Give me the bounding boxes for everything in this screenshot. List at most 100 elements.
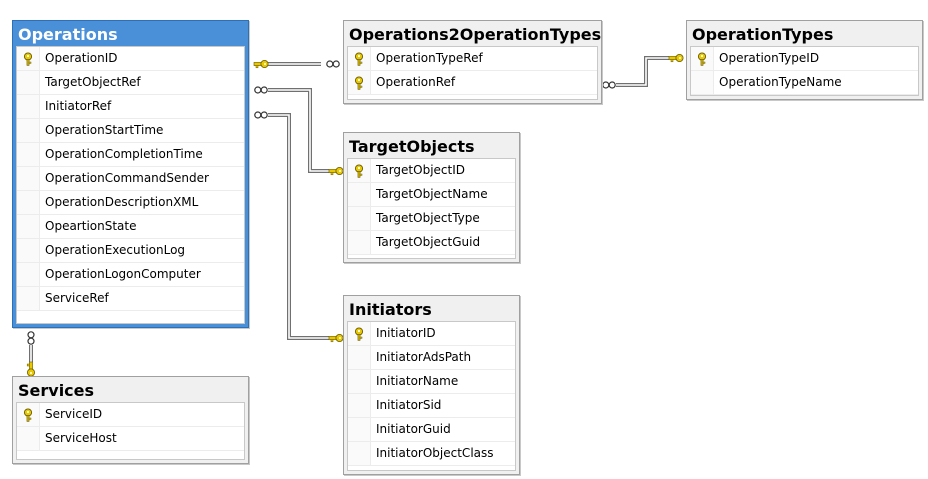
column-row[interactable]: InitiatorName <box>348 370 515 394</box>
table-title: Services <box>18 381 95 400</box>
column-name: OperationDescriptionXML <box>45 195 199 209</box>
column-row[interactable]: ServiceHost <box>17 427 244 451</box>
column-row[interactable]: TargetObjectType <box>348 207 515 231</box>
many-end-infinity-icon <box>254 86 268 94</box>
column-name: OperationCommandSender <box>45 171 209 185</box>
column-row[interactable]: OperationDescriptionXML <box>17 191 244 215</box>
column-row[interactable]: OperationCommandSender <box>17 167 244 191</box>
column-name: ServiceRef <box>45 291 109 305</box>
column-name: OpeartionState <box>45 219 137 233</box>
many-end-infinity-icon <box>27 331 35 345</box>
row-selector <box>348 322 371 345</box>
table-services[interactable]: Services ServiceID ServiceHost <box>12 376 249 464</box>
column-name: ServiceHost <box>45 431 117 445</box>
row-selector <box>17 47 40 70</box>
column-name: OperationExecutionLog <box>45 243 186 257</box>
row-selector <box>691 47 714 70</box>
column-name: OperationRef <box>376 75 456 89</box>
column-row[interactable]: OperationExecutionLog <box>17 239 244 263</box>
column-name: TargetObjectName <box>376 187 488 201</box>
row-selector <box>17 95 40 118</box>
row-selector <box>17 71 40 94</box>
table-operationtypes[interactable]: OperationTypes OperationTypeID OperationT… <box>686 20 923 100</box>
column-name: InitiatorSid <box>376 398 442 412</box>
row-selector <box>691 71 714 94</box>
table-title: TargetObjects <box>349 137 475 156</box>
row-selector <box>17 239 40 262</box>
column-name: TargetObjectID <box>376 163 465 177</box>
row-selector <box>348 346 371 369</box>
column-row[interactable]: OperationTypeName <box>691 71 918 95</box>
column-row[interactable]: OperationRef <box>348 71 597 95</box>
row-selector <box>17 143 40 166</box>
column-name: TargetObjectGuid <box>376 235 481 249</box>
column-name: InitiatorRef <box>45 99 112 113</box>
row-selector <box>348 442 371 465</box>
column-row[interactable]: ServiceRef <box>17 287 244 311</box>
row-selector <box>348 71 371 94</box>
one-end-key-icon <box>26 361 35 377</box>
row-selector <box>17 191 40 214</box>
column-name: OperationCompletionTime <box>45 147 203 161</box>
column-row[interactable]: OperationTypeRef <box>348 47 597 71</box>
column-row[interactable]: InitiatorID <box>348 322 515 346</box>
one-end-key-icon <box>253 60 269 69</box>
column-row[interactable]: InitiatorObjectClass <box>348 442 515 466</box>
primary-key-icon <box>23 51 33 66</box>
column-row[interactable]: TargetObjectRef <box>17 71 244 95</box>
column-row[interactable]: TargetObjectID <box>348 159 515 183</box>
column-name: OperationLogonComputer <box>45 267 201 281</box>
column-name: OperationStartTime <box>45 123 164 137</box>
column-row[interactable]: OperationCompletionTime <box>17 143 244 167</box>
column-row[interactable]: InitiatorRef <box>17 95 244 119</box>
row-selector <box>348 231 371 254</box>
row-selector <box>17 403 40 426</box>
column-name: InitiatorAdsPath <box>376 350 472 364</box>
primary-key-icon <box>23 407 33 422</box>
row-selector <box>348 418 371 441</box>
column-row[interactable]: InitiatorAdsPath <box>348 346 515 370</box>
column-name: InitiatorName <box>376 374 459 388</box>
column-row[interactable]: OperationStartTime <box>17 119 244 143</box>
row-selector <box>17 119 40 142</box>
rel-optypes-ops2types <box>616 56 669 87</box>
rel-targetobjects-operations <box>268 88 329 173</box>
column-name: OperationTypeName <box>719 75 842 89</box>
column-row[interactable]: TargetObjectName <box>348 183 515 207</box>
column-name: OperationTypeRef <box>376 51 483 65</box>
column-row[interactable]: ServiceID <box>17 403 244 427</box>
column-name: OperationTypeID <box>719 51 820 65</box>
many-end-infinity-icon <box>254 111 268 119</box>
row-selector <box>17 215 40 238</box>
primary-key-icon <box>354 75 364 90</box>
row-selector <box>348 370 371 393</box>
row-selector <box>17 427 40 450</box>
table-targetobjects[interactable]: TargetObjects TargetObjectID TargetObject… <box>343 132 520 263</box>
column-name: InitiatorGuid <box>376 422 451 436</box>
column-name: InitiatorID <box>376 326 436 340</box>
many-end-infinity-icon <box>602 81 616 89</box>
primary-key-icon <box>354 51 364 66</box>
table-title: Operations <box>18 25 118 44</box>
table-operations2operationtypes[interactable]: Operations2OperationTypes OperationTypeR… <box>343 20 602 104</box>
column-row[interactable]: OperationTypeID <box>691 47 918 71</box>
table-title: OperationTypes <box>692 25 834 44</box>
column-row[interactable]: InitiatorSid <box>348 394 515 418</box>
column-row[interactable]: OpeartionState <box>17 215 244 239</box>
column-name: InitiatorObjectClass <box>376 446 494 460</box>
one-end-key-icon <box>668 54 684 63</box>
column-row[interactable]: OperationID <box>17 47 244 71</box>
column-name: OperationID <box>45 51 118 65</box>
column-row[interactable]: InitiatorGuid <box>348 418 515 442</box>
column-row[interactable]: OperationLogonComputer <box>17 263 244 287</box>
column-name: TargetObjectType <box>376 211 480 225</box>
rel-initiators-operations <box>268 113 329 340</box>
row-selector <box>17 287 40 310</box>
one-end-key-icon <box>328 334 344 343</box>
rel-initiators-operations-core <box>268 114 329 339</box>
column-row[interactable]: TargetObjectGuid <box>348 231 515 255</box>
